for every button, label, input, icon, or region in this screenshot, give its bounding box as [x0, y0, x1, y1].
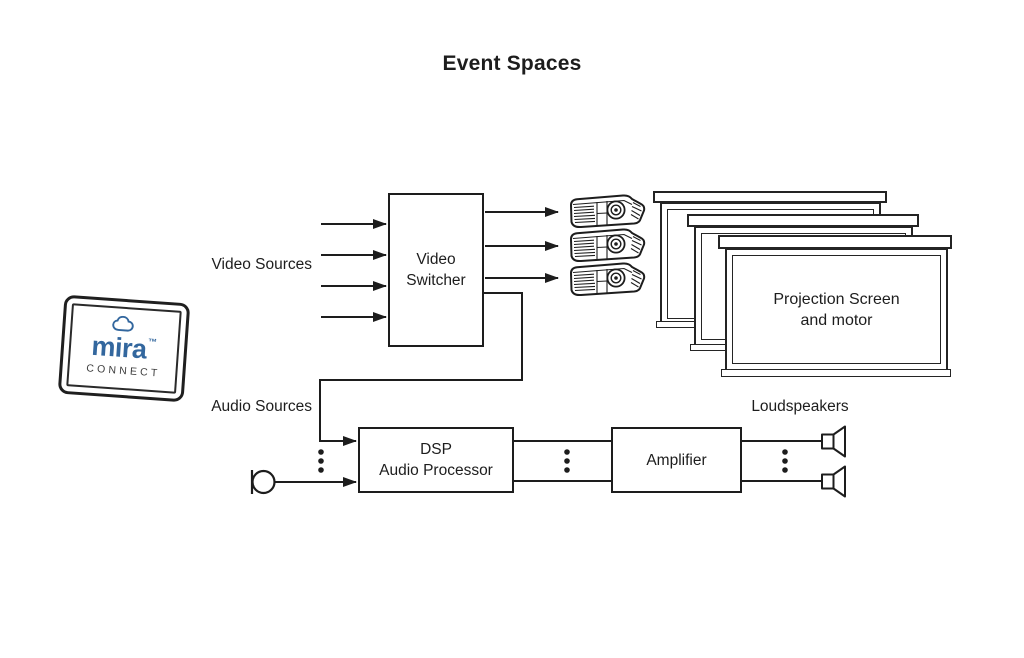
video-sources-label: Video Sources	[211, 256, 312, 273]
cloud-icon	[112, 315, 134, 332]
dsp-label-line1: DSP	[420, 441, 452, 458]
speaker-ellipsis	[782, 449, 788, 473]
video-switcher-box: Video Switcher	[388, 193, 484, 347]
projection-screen-label-line2: and motor	[800, 311, 873, 329]
loudspeaker-icon	[821, 425, 846, 458]
audio-sources-ellipsis	[318, 449, 324, 473]
projector-icon	[570, 262, 646, 297]
amplifier-label: Amplifier	[646, 451, 707, 469]
tablet-screen: mira™ CONNECT	[66, 303, 182, 394]
mira-logo: mira™	[90, 315, 158, 367]
video-input-arrows	[321, 219, 387, 322]
amplifier-to-speaker-lines	[742, 440, 822, 482]
loudspeakers-label: Loudspeakers	[751, 398, 849, 415]
screen-housing-bar	[718, 235, 952, 249]
screen-surface: Projection Screen and motor	[732, 255, 941, 364]
projector-icon	[570, 228, 646, 263]
dsp-label-line2: Audio Processor	[379, 462, 493, 479]
loudspeaker-icon	[821, 465, 846, 498]
page-title: Event Spaces	[442, 52, 582, 75]
dsp-audio-processor-box: DSP Audio Processor	[358, 427, 514, 493]
projection-screen-label-line1: Projection Screen	[773, 290, 900, 308]
mira-brand-text: mira	[90, 330, 148, 365]
microphone-icon	[250, 469, 276, 495]
projector-icon	[570, 194, 646, 229]
video-switcher-label-line2: Switcher	[406, 272, 466, 289]
dsp-amp-ellipsis	[564, 449, 570, 473]
projector-output-arrows	[485, 207, 559, 283]
dsp-to-amplifier-lines	[513, 440, 611, 482]
audio-sources-label: Audio Sources	[211, 398, 312, 415]
trademark-symbol: ™	[147, 336, 158, 348]
amplifier-box: Amplifier	[611, 427, 742, 493]
video-switcher-label-line1: Video	[416, 251, 456, 268]
screen-batten-bar	[721, 369, 951, 377]
mira-connect-tablet: mira™ CONNECT	[57, 294, 191, 403]
